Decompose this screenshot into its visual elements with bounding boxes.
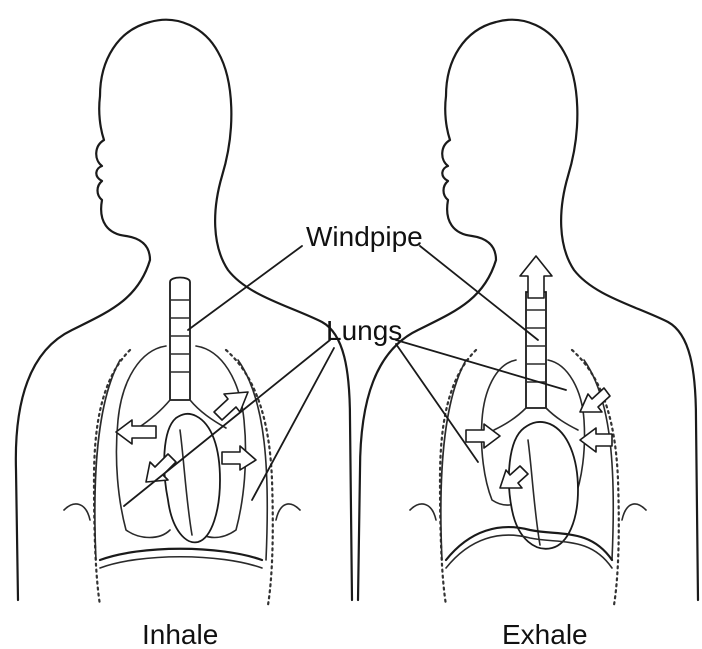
lungs-label: Lungs (326, 315, 402, 346)
inhale-lung-left (116, 346, 170, 538)
inhale-heart (164, 414, 220, 543)
exhale-figure (358, 20, 698, 605)
exhale-label: Exhale (502, 619, 588, 649)
exhale-ribcage (440, 350, 476, 605)
lungs-leader-left-1 (124, 340, 330, 506)
exhale-arrow-left-in (466, 424, 500, 448)
windpipe-leader-right (420, 246, 538, 340)
exhale-arrow-up (520, 256, 552, 298)
exhale-arrow-upper-right-in (580, 388, 610, 412)
inhale-arrow-left (116, 420, 156, 444)
inhale-label: Inhale (142, 619, 218, 649)
inhale-figure (16, 20, 352, 605)
windpipe-leader-left (188, 246, 302, 330)
inhale-arrow-right (222, 446, 256, 470)
inhale-ribcage-right (226, 350, 273, 605)
windpipe-label: Windpipe (306, 221, 423, 252)
inhale-diaphragm (100, 549, 262, 560)
inhale-windpipe (170, 278, 190, 401)
